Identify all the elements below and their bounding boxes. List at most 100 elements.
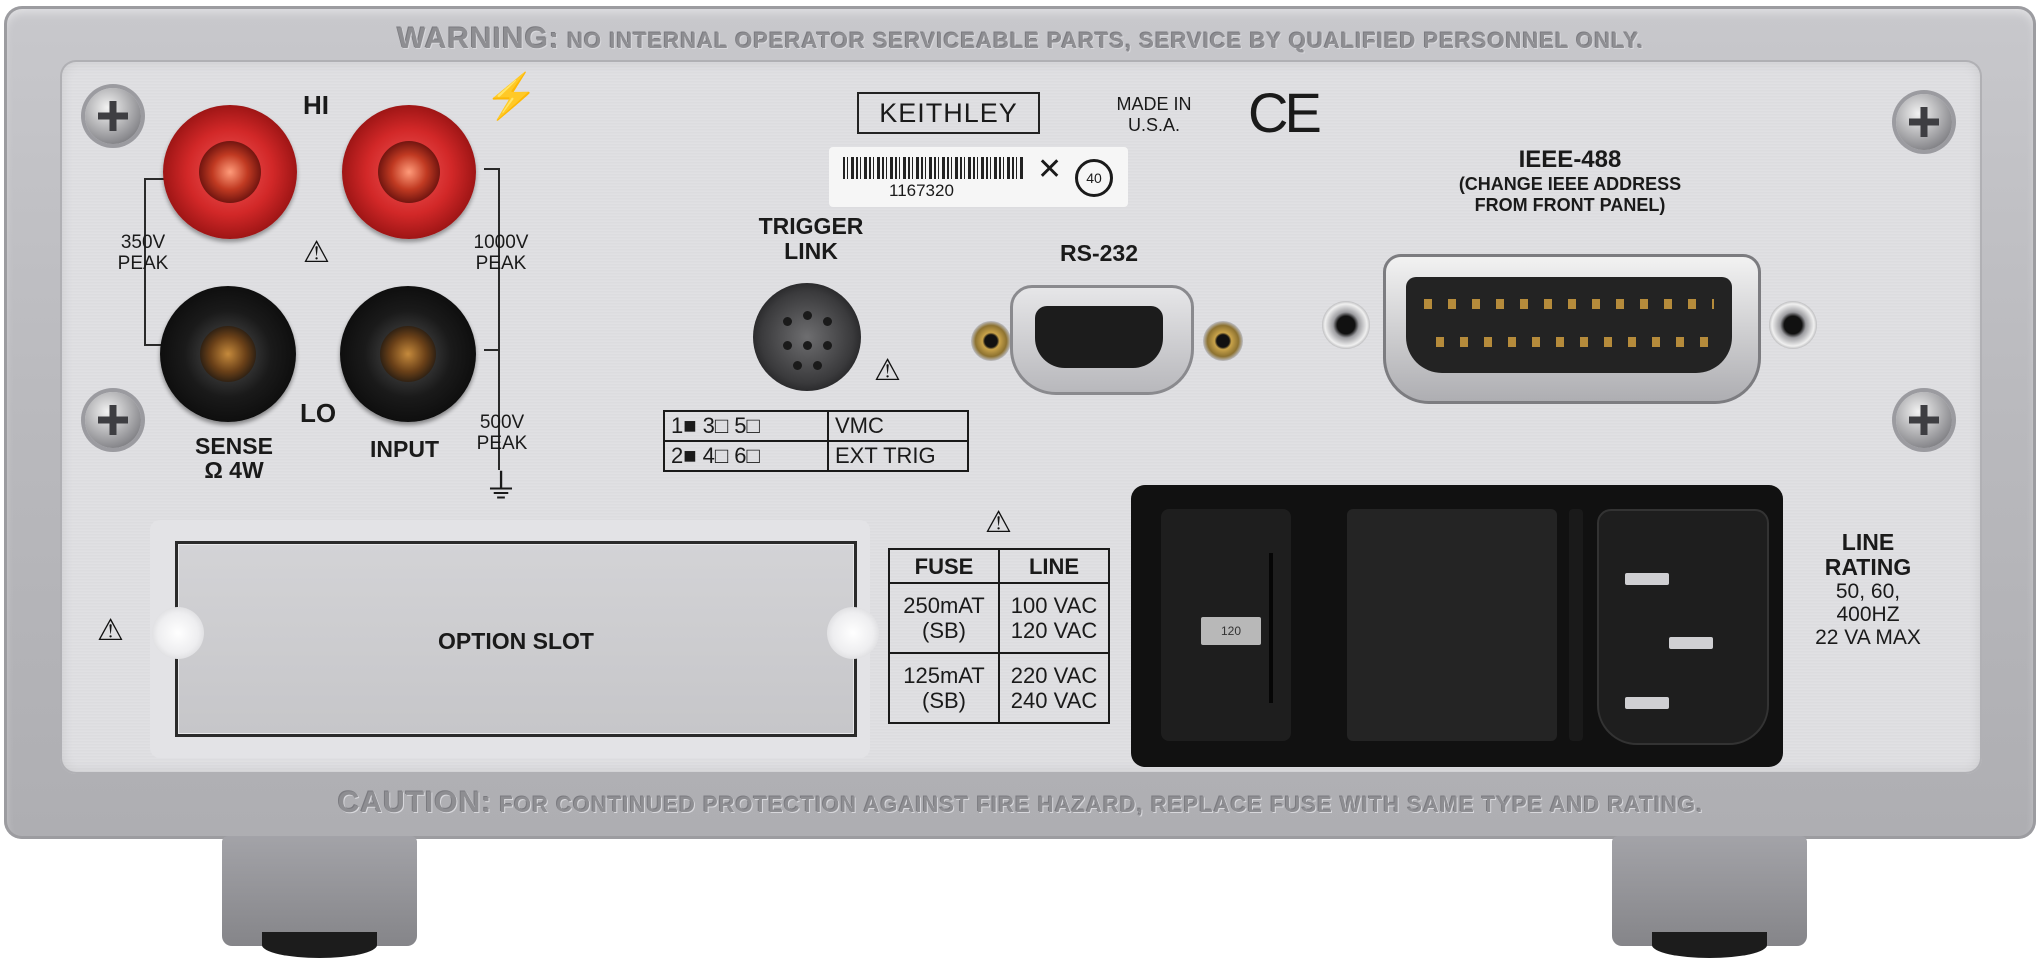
rs232-connector[interactable]: [1010, 285, 1194, 395]
rs232-right-post: [1203, 321, 1243, 361]
ground-icon: ⏚: [484, 468, 518, 506]
lo-label: LO: [300, 398, 337, 428]
trigger-pin-row: 1■ 3□ 5□ VMC: [663, 410, 969, 442]
line-rating-power: 22 VA MAX: [1815, 626, 1921, 649]
left-foot: [222, 836, 417, 958]
ieee-sub-line2: FROM FRONT PANEL): [1474, 195, 1666, 215]
input-label: INPUT: [370, 436, 439, 462]
input-lo-jack[interactable]: [340, 286, 476, 422]
rs232-socket: [1035, 306, 1163, 368]
din-pin: [803, 341, 812, 350]
din-pin: [783, 317, 792, 326]
warning-icon-trigger: ⚠: [874, 354, 901, 387]
right-foot: [1612, 836, 1807, 958]
line-rating-frequency-2: 400HZ: [1836, 603, 1900, 626]
iec-ground-pin: [1669, 637, 1713, 649]
sense-label: SENSE Ω 4W: [184, 434, 284, 482]
barcode-icon: [843, 157, 1023, 179]
line-rating-title2: RATING: [1824, 554, 1912, 580]
din-pin: [783, 341, 792, 350]
input-wire-mid: [484, 349, 500, 351]
trigger-link-line1: TRIGGER: [758, 213, 864, 239]
left-foot-pad: [262, 932, 377, 958]
line-header: LINE: [998, 548, 1110, 584]
line-voltage-selector[interactable]: 120: [1201, 617, 1261, 645]
ieee-label: IEEE-488 (CHANGE IEEE ADDRESS FROM FRONT…: [1440, 146, 1700, 216]
barcode-sticker: 1167320 ✕ 40: [829, 147, 1128, 207]
sense-lo-jack[interactable]: [160, 286, 296, 422]
peak-1000-value: 1000V: [473, 232, 529, 253]
input-hi-jack-socket: [378, 141, 440, 203]
fuse-cell: 250mAT (SB): [888, 582, 1000, 654]
ieee-488-connector[interactable]: [1383, 254, 1761, 404]
made-in-line2: U.S.A.: [1127, 115, 1180, 135]
bottom-caution: CAUTION: FOR CONTINUED PROTECTION AGAINS…: [0, 786, 2041, 820]
peak-500-label: 500V PEAK: [466, 412, 538, 454]
made-in-line1: MADE IN: [1116, 94, 1192, 114]
sense-wire-bottom: [144, 344, 168, 346]
peak-350-peak: PEAK: [117, 253, 169, 274]
ieee-right-post: [1769, 301, 1817, 349]
ce-mark: CE: [1248, 81, 1322, 144]
trigger-link-connector[interactable]: [753, 283, 861, 391]
option-slot-screw-right[interactable]: [827, 607, 879, 659]
iec-power-inlet[interactable]: [1597, 509, 1769, 745]
fuse-type: (SB): [922, 618, 966, 643]
line-voltage: 220 VAC: [1010, 663, 1098, 688]
trigger-link-line2: LINK: [784, 238, 838, 264]
fuse-door-latch: [1269, 553, 1293, 703]
iec-line-pin: [1625, 573, 1669, 585]
ieee-title: IEEE-488: [1518, 146, 1622, 173]
rs232-left-post: [971, 321, 1011, 361]
panel-screw-top-right: [1896, 94, 1952, 150]
fuse-table-row: 125mAT (SB) 220 VAC 240 VAC: [888, 652, 1110, 724]
hi-label: HI: [303, 90, 329, 120]
power-entry-module: 120: [1131, 485, 1783, 767]
made-in-label: MADE IN U.S.A.: [1106, 94, 1202, 136]
warning-icon-fuse: ⚠: [985, 506, 1012, 539]
fuse-holder-door[interactable]: 120: [1161, 509, 1291, 741]
input-hi-jack[interactable]: [342, 105, 476, 239]
line-voltage: 100 VAC: [1010, 593, 1098, 618]
sense-hi-jack-socket: [199, 141, 261, 203]
peak-1000-label: 1000V PEAK: [458, 232, 544, 274]
high-voltage-icon: ⚡: [484, 72, 539, 121]
line-rating-title1: LINE: [1841, 529, 1895, 555]
panel-screw-top-left: [85, 88, 141, 144]
ieee-488-socket: [1406, 277, 1732, 373]
fuse-table-header: FUSE LINE: [888, 548, 1110, 584]
option-slot-screw-left[interactable]: [152, 607, 204, 659]
trigger-pin-cell: 1■ 3□ 5□: [663, 410, 829, 442]
trigger-pin-row: 2■ 4□ 6□ EXT TRIG: [663, 440, 969, 472]
right-foot-pad: [1652, 932, 1767, 958]
input-lo-jack-socket: [380, 326, 436, 382]
trigger-function-cell: EXT TRIG: [827, 440, 969, 472]
weee-bin-icon: ✕: [1037, 153, 1063, 186]
peak-500-value: 500V: [479, 412, 525, 433]
din-pin: [803, 311, 812, 320]
fuse-rating: 250mAT: [903, 593, 985, 618]
warning-icon-option: ⚠: [97, 614, 124, 647]
ieee-sub-line1: (CHANGE IEEE ADDRESS: [1458, 174, 1682, 194]
sense-label-line2: Ω 4W: [204, 457, 264, 483]
ieee-488-pins: [1424, 299, 1714, 349]
line-rating-frequency: 50, 60,: [1835, 580, 1901, 603]
line-cell: 220 VAC 240 VAC: [998, 652, 1110, 724]
panel-screw-mid-left: [85, 392, 141, 448]
fuse-table: FUSE LINE 250mAT (SB) 100 VAC 120 VAC 12…: [888, 548, 1110, 724]
din-pin: [823, 341, 832, 350]
trigger-function-cell: VMC: [827, 410, 969, 442]
rohs-40-mark: 40: [1075, 159, 1113, 197]
top-warning-lead: WARNING:: [397, 22, 561, 55]
peak-1000-peak: PEAK: [475, 253, 527, 274]
din-pin: [793, 361, 802, 370]
input-wire-top: [484, 168, 500, 170]
peak-350-value: 350V: [120, 232, 166, 253]
fuse-header: FUSE: [888, 548, 1000, 584]
fuse-cell: 125mAT (SB): [888, 652, 1000, 724]
option-slot-cover[interactable]: OPTION SLOT: [175, 541, 857, 737]
iec-neutral-pin: [1625, 697, 1669, 709]
panel-screw-mid-right: [1896, 392, 1952, 448]
sense-hi-jack[interactable]: [163, 105, 297, 239]
din-pin: [823, 317, 832, 326]
